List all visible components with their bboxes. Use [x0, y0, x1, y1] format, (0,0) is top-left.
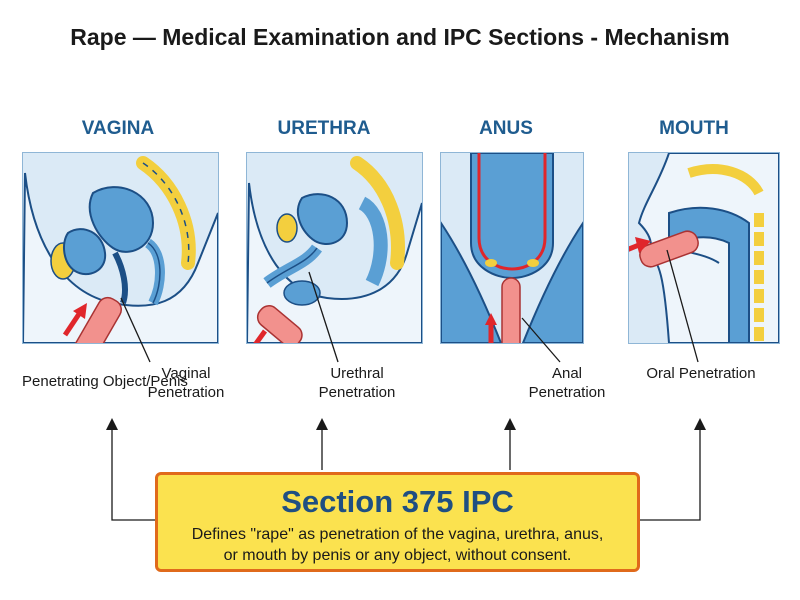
heading-vagina: VAGINA — [81, 118, 155, 139]
label-urethral-penetration: Urethral Penetration — [318, 365, 396, 401]
heading-mouth: MOUTH — [659, 118, 729, 139]
label-vaginal-penetration: Vaginal Penetration — [147, 365, 225, 401]
page-title: Rape — Medical Examination and IPC Secti… — [70, 24, 730, 50]
section-description: Defines "rape" as penetration of the vag… — [158, 524, 637, 566]
section-375-box: Section 375 IPC Defines "rape" as penetr… — [155, 472, 640, 572]
urethra-illustration — [246, 152, 423, 344]
heading-anus: ANUS — [479, 118, 533, 139]
anus-illustration — [440, 152, 584, 344]
label-oral-penetration: Oral Penetration — [646, 365, 756, 382]
mouth-illustration — [628, 152, 780, 344]
label-anal-penetration: Anal Penetration — [528, 365, 606, 401]
section-description-line-2: or mouth by penis or any object, without… — [223, 547, 572, 564]
section-description-line-1: Defines "rape" as penetration of the vag… — [191, 526, 604, 543]
label-penetrating-object: Penetrating Object/Penis — [22, 373, 188, 390]
section-title: Section 375 IPC — [281, 484, 514, 519]
heading-urethra: URETHRA — [277, 118, 371, 139]
vagina-illustration — [22, 152, 219, 344]
